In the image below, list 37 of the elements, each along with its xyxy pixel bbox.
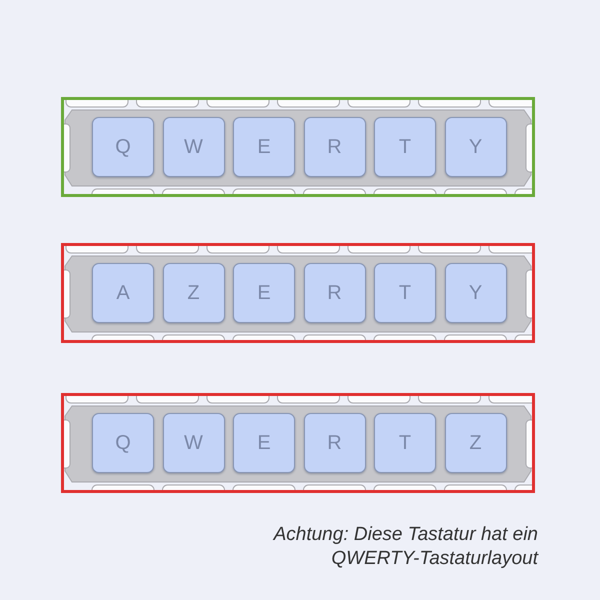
key-letter: R [327, 432, 342, 454]
keyboard-key [233, 117, 295, 177]
key-letter: W [184, 432, 203, 454]
keyboard-key [304, 117, 366, 177]
keyboard-key [92, 117, 154, 177]
keyboard-key [304, 413, 366, 473]
keyboard-key [233, 413, 295, 473]
key-letter: E [257, 432, 271, 454]
key-letter: A [116, 282, 130, 304]
keyboard-key [374, 263, 436, 323]
key-letter: T [398, 136, 412, 158]
key-letter: Q [115, 432, 131, 454]
key-letter: Q [115, 136, 131, 158]
keyboard-key [374, 117, 436, 177]
key-letter: Z [469, 432, 482, 454]
key-letter: T [398, 282, 412, 304]
keyboard-key [92, 263, 154, 323]
keyboard-key [304, 263, 366, 323]
key-letter: Z [187, 282, 200, 304]
keyboard-key [92, 413, 154, 473]
key-letter: T [398, 432, 412, 454]
keyboard-key [233, 263, 295, 323]
keyboard-key [444, 117, 506, 177]
keyboard-key [444, 263, 506, 323]
key-letter: E [257, 136, 271, 158]
keyboard-key [162, 263, 224, 323]
keyboard-key [374, 413, 436, 473]
keyboard-key [444, 413, 506, 473]
key-letter: Y [468, 136, 482, 158]
key-letter: R [327, 282, 342, 304]
keyboard-key [162, 117, 224, 177]
key-letter: E [257, 282, 271, 304]
key-letter: Y [468, 282, 482, 304]
note-text: Achtung: Diese Tastatur hat ein QWERTY-Tastaturlayout [272, 523, 538, 571]
keyboard-key [162, 413, 224, 473]
key-letter: R [327, 136, 342, 158]
key-letter: W [184, 136, 203, 158]
